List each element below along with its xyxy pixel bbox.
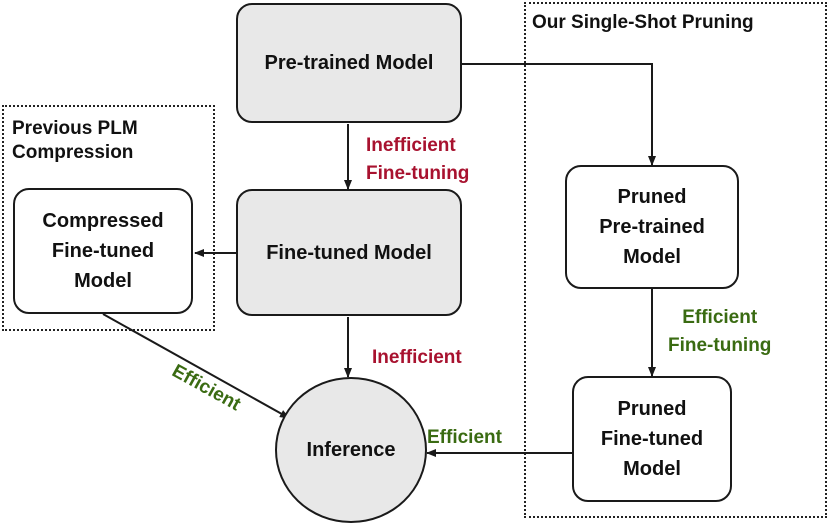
previous-plm-compression-title: Previous PLM Compression [12, 118, 138, 163]
efficient-pruned-inference-label: Efficient [427, 427, 502, 448]
finetuned-model-node: Fine-tuned Model [236, 189, 462, 316]
compressed-finetuned-model-node: Compressed Fine-tuned Model [13, 188, 193, 314]
inefficient-finetuning-label: Inefficient Fine-tuning [366, 135, 470, 184]
pretrained-model-node: Pre-trained Model [236, 3, 462, 123]
pruned-finetuned-model-node: Pruned Fine-tuned Model [572, 376, 732, 502]
inefficient-inference-label: Inefficient [372, 347, 462, 368]
inference-node: Inference [275, 377, 427, 523]
single-shot-pruning-region [524, 2, 827, 518]
efficient-finetuning-label: Efficient Fine-tuning [668, 307, 772, 356]
previous-plm-compression-region [2, 105, 215, 331]
single-shot-pruning-title: Our Single-Shot Pruning [532, 12, 754, 33]
pruned-pretrained-model-node: Pruned Pre-trained Model [565, 165, 739, 289]
edge-compressed-to-inference [102, 313, 290, 419]
edge-pretrained-to-pruned-pretrained [462, 63, 656, 166]
